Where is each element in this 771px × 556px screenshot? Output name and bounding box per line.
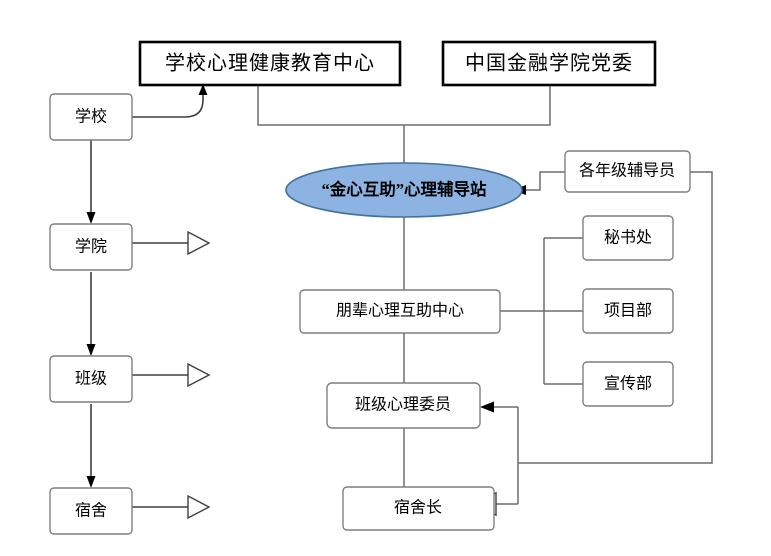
node-class[interactable]: 班级 — [49, 355, 133, 403]
peer-psychology-center-label: 朋辈心理互助中心 — [336, 302, 464, 320]
node-project-department[interactable]: 项目部 — [582, 288, 674, 334]
node-secretariat[interactable]: 秘书处 — [582, 215, 674, 261]
node-school[interactable]: 学校 — [49, 93, 133, 141]
edge-titles-bracket — [257, 85, 551, 126]
publicity-department-label: 宣传部 — [604, 375, 652, 393]
edge-school-to-center — [132, 92, 204, 118]
class-psych-committee-box[interactable] — [326, 382, 481, 429]
school-box[interactable] — [49, 93, 133, 141]
dorm-leader-label: 宿舍长 — [394, 499, 442, 517]
peer-psychology-center-box[interactable] — [299, 289, 501, 334]
arrowhead-class-to-dormitory — [86, 476, 96, 488]
node-finance-college-party-committee[interactable]: 中国金融学院党委 — [441, 40, 657, 87]
arrowhead-school-to-college — [86, 212, 96, 224]
dormitory-box[interactable] — [49, 487, 133, 535]
node-peer-psychology-center[interactable]: 朋辈心理互助中心 — [299, 289, 501, 334]
arrowhead-college-to-class — [86, 344, 96, 356]
golden-heart-station-label: “金心互助”心理辅导站 — [322, 179, 488, 199]
node-dorm-leader[interactable]: 宿舍长 — [342, 486, 495, 531]
grade-counselors-label: 各年级辅导员 — [579, 162, 675, 180]
node-grade-counselors[interactable]: 各年级辅导员 — [564, 150, 691, 193]
secretariat-label: 秘书处 — [604, 229, 652, 247]
class-psych-committee-label: 班级心理委员 — [355, 396, 451, 414]
node-school-mental-health-center[interactable]: 学校心理健康教育中心 — [138, 40, 402, 87]
edge-counselors-to-station — [523, 171, 565, 191]
project-department-box[interactable] — [582, 288, 674, 334]
class-label: 班级 — [75, 370, 107, 388]
grade-counselors-box[interactable] — [564, 150, 691, 193]
finance-college-party-committee-label: 中国金融学院党委 — [465, 52, 633, 75]
college-label: 学院 — [75, 238, 107, 256]
college-box[interactable] — [49, 223, 133, 271]
school-mental-health-center-box[interactable] — [138, 40, 402, 87]
node-college[interactable]: 学院 — [49, 223, 133, 271]
project-department-label: 项目部 — [604, 302, 652, 320]
edge-counselors-feedback — [518, 171, 713, 464]
arrowhead-college-stub — [187, 230, 211, 256]
golden-heart-station-shape[interactable] — [285, 162, 523, 218]
arrowhead-school-to-center — [198, 84, 208, 95]
school-mental-health-center-label: 学校心理健康教育中心 — [165, 52, 375, 75]
node-publicity-department[interactable]: 宣传部 — [582, 361, 674, 407]
publicity-department-box[interactable] — [582, 361, 674, 407]
arrowhead-feedback-to-class-committee — [480, 401, 494, 413]
class-box[interactable] — [49, 355, 133, 403]
node-class-psych-committee[interactable]: 班级心理委员 — [326, 382, 481, 429]
arrowhead-class-stub — [187, 362, 211, 388]
node-golden-heart-station[interactable]: “金心互助”心理辅导站 — [285, 162, 523, 218]
dorm-leader-box[interactable] — [342, 486, 495, 531]
arrowhead-dormitory-stub — [187, 494, 211, 520]
school-label: 学校 — [75, 108, 107, 126]
secretariat-box[interactable] — [582, 215, 674, 261]
node-dormitory[interactable]: 宿舍 — [49, 487, 133, 535]
finance-college-party-committee-box[interactable] — [441, 40, 657, 87]
dormitory-label: 宿舍 — [75, 502, 107, 520]
connector-layer — [86, 84, 713, 520]
